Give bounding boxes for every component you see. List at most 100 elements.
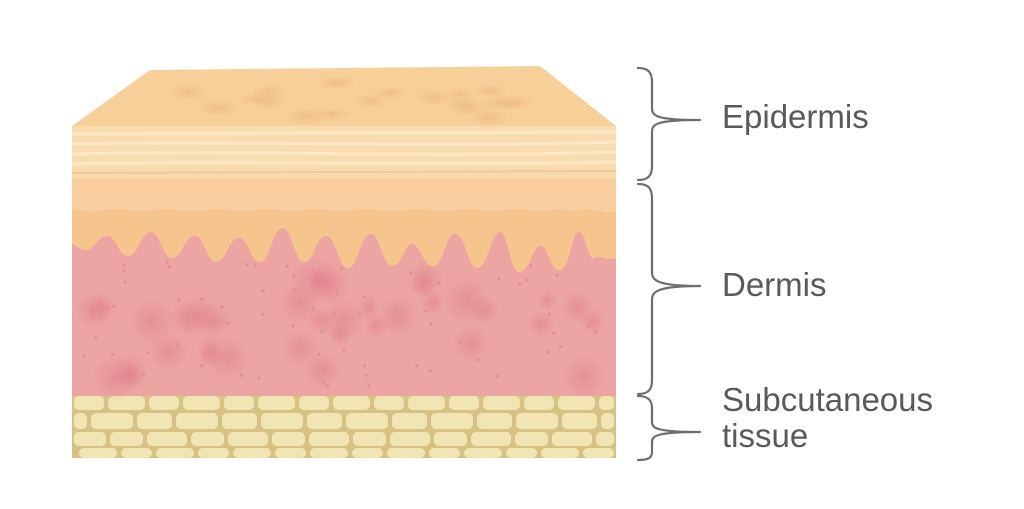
dermis-spot [321, 298, 365, 343]
fat-cell [477, 413, 512, 429]
fat-cell [596, 432, 614, 446]
dermis-spot [527, 310, 555, 338]
dermis-spot [180, 295, 220, 335]
fat-cell [222, 413, 257, 429]
fat-cell [74, 396, 104, 410]
fat-cell [552, 432, 592, 446]
dermis-spot [117, 363, 144, 390]
epidermis-bracket [636, 66, 702, 182]
dermis-dot [292, 274, 296, 278]
dermis-dot [495, 374, 499, 378]
fat-cell [541, 448, 579, 458]
surface-pore [372, 86, 407, 100]
dermis-spot [75, 293, 112, 330]
fat-cell [299, 396, 329, 410]
surface-pore [471, 84, 508, 98]
dermis-spot [148, 331, 189, 372]
dermis-dot [424, 309, 428, 313]
fat-cell [408, 396, 445, 410]
dermis-spot [561, 354, 606, 399]
fat-cell [601, 413, 614, 429]
dermis-dot [311, 269, 315, 274]
subcutaneous-bracket [636, 394, 702, 462]
dermis-dot [261, 289, 265, 293]
fat-cell [515, 432, 548, 446]
dermis-dot [547, 312, 552, 316]
dermis-dot [552, 331, 556, 335]
dermis-dot [437, 281, 441, 285]
dermis-dot [342, 348, 346, 352]
dermis-dot [364, 373, 368, 377]
fat-cell [137, 413, 172, 429]
fat-cell [275, 448, 306, 458]
dermis-spot [561, 291, 594, 324]
dermis-dot [546, 350, 550, 354]
dermis-dot [427, 279, 431, 283]
fat-cell [233, 448, 271, 458]
dermis-spot [536, 290, 558, 311]
fat-cell [309, 432, 349, 446]
fat-cell [121, 448, 152, 458]
dermis-dot [119, 370, 123, 374]
surface-pore [236, 92, 278, 106]
dermis-dot [253, 263, 257, 268]
dermis-dot [415, 364, 419, 368]
fat-cell [429, 448, 460, 458]
dermis-dot [311, 307, 315, 311]
dermis-dot [291, 324, 295, 328]
fat-cell [307, 413, 342, 429]
dermis-spot [453, 325, 489, 362]
stratum-corneum [71, 126, 617, 178]
fat-cell [258, 396, 295, 410]
dermis-dot [409, 271, 413, 275]
skin-surface [72, 66, 616, 127]
surface-pore [312, 107, 352, 121]
fat-cell [562, 413, 597, 429]
surface-pores [169, 75, 535, 127]
fat-cell [310, 448, 348, 458]
dermis-spots [75, 256, 606, 402]
dermis-dot [586, 324, 591, 328]
dermis-dot [340, 266, 344, 271]
fat-cell [352, 448, 383, 458]
dermis-dot [593, 329, 598, 333]
surface-pore [169, 82, 208, 101]
subcutaneous-layer [72, 392, 616, 458]
dermis-dot [245, 263, 249, 267]
fat-cell [74, 432, 106, 446]
dermis-dot [335, 291, 339, 295]
dermis-dot [122, 268, 126, 273]
fat-cell [176, 413, 218, 429]
dermis-dot [320, 329, 324, 333]
label-subcutaneous-tissue: Subcutaneous tissue [722, 382, 933, 454]
surface-pore [316, 75, 357, 90]
dermis-spot [442, 277, 490, 325]
dermis-dot [292, 288, 297, 292]
dermis-dot [240, 373, 244, 378]
dermis-dot [458, 340, 462, 344]
dermis-dot [358, 313, 362, 317]
dermis-dot [325, 384, 330, 388]
fat-cell [506, 448, 537, 458]
fat-cell [224, 396, 254, 410]
dermis-dot [145, 351, 150, 355]
fat-cell [483, 396, 520, 410]
dermis-dot [429, 322, 433, 326]
dermis-dot [167, 265, 171, 269]
fat-cell [346, 413, 388, 429]
dermis-dot [184, 326, 188, 330]
dermis-dot [331, 312, 335, 316]
fat-cell [353, 432, 386, 446]
fat-cell [449, 396, 479, 410]
epidermis-upper-band [72, 175, 616, 213]
dermis-dot [201, 352, 205, 357]
fat-cell [79, 448, 117, 458]
dermis-spot [308, 263, 351, 306]
dermis-dot [97, 309, 101, 313]
fat-cell [74, 413, 87, 429]
surface-pore [442, 96, 484, 110]
dermis-dot [529, 264, 533, 268]
dermis-dot [344, 315, 348, 320]
dermis-dot [395, 309, 400, 314]
